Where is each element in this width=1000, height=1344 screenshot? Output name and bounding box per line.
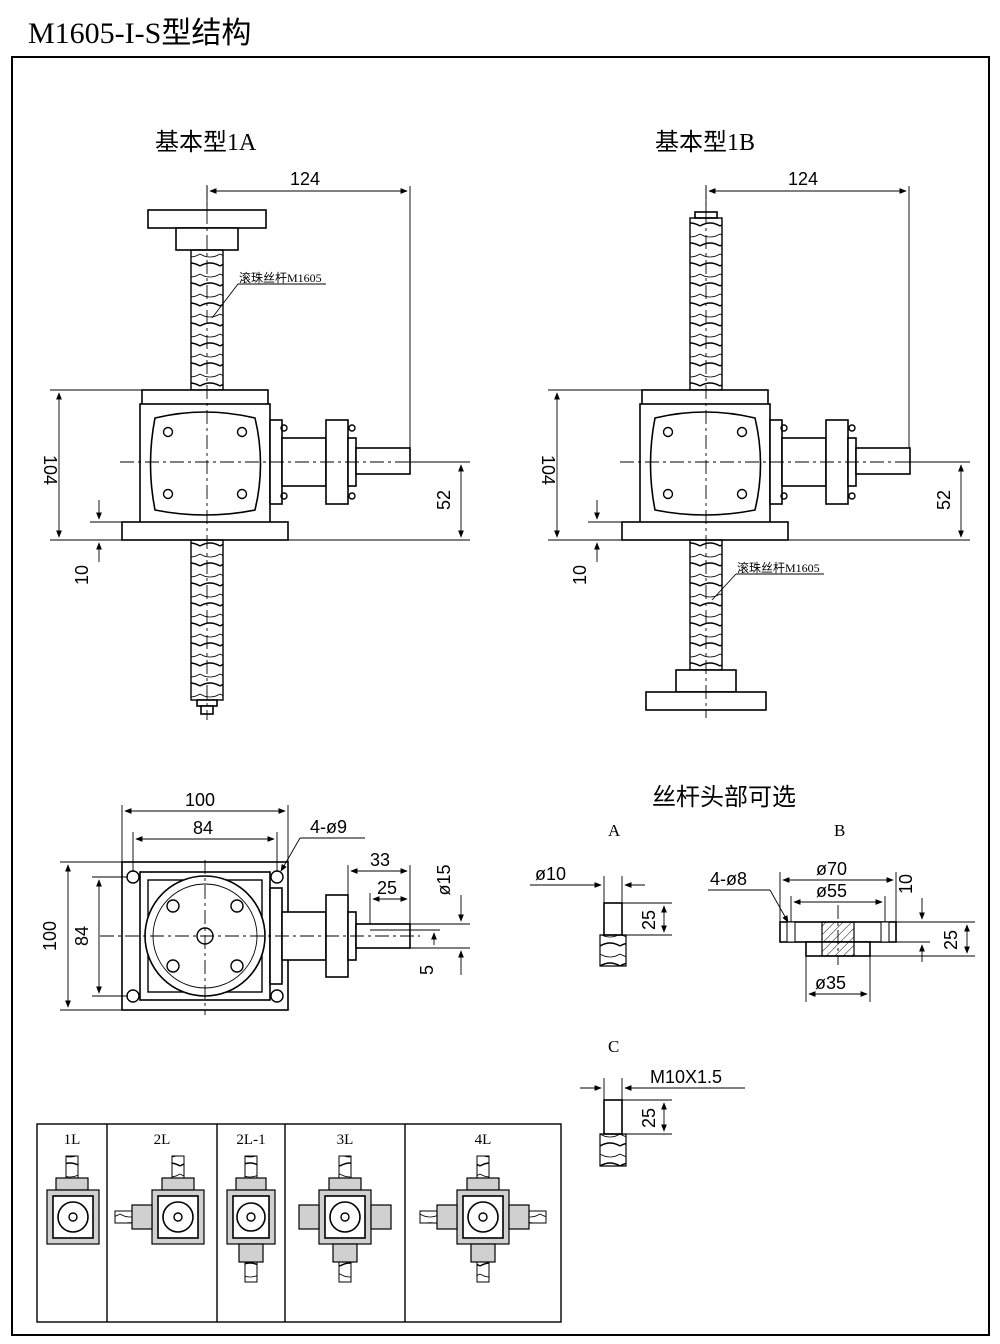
configuration-table: 1L 2L 2L-1 3L 4L (36, 1123, 562, 1323)
config-thumb-2l-1 (226, 1155, 276, 1283)
dim-84-height: 84 (72, 926, 92, 946)
option-a-label: A (608, 821, 621, 840)
screw-label-1a: 滚珠丝杆M1605 (239, 270, 322, 285)
dim-10: 10 (72, 565, 92, 585)
config-thumb-3l (298, 1155, 392, 1283)
view-type-1b: 基本型1B 滚珠丝杆M1605 1 (538, 129, 970, 718)
dim-124: 124 (290, 169, 320, 189)
dim-104: 104 (40, 455, 60, 485)
input-shaft (855, 447, 911, 475)
option-b-t10: 10 (896, 874, 916, 894)
dim-124: 124 (788, 169, 818, 189)
dim-84-width: 84 (193, 818, 213, 838)
config-label-4l: 4L (475, 1132, 492, 1148)
gearbox-cover-plate (649, 411, 762, 516)
screw-leader (211, 283, 239, 319)
dim-104: 104 (538, 455, 558, 485)
option-c-thread (599, 1133, 627, 1167)
cover-bolt (162, 426, 174, 438)
option-b-h25: 25 (941, 930, 961, 950)
config-label-3l: 3L (337, 1132, 354, 1148)
dim-phi15: ø15 (434, 864, 454, 895)
drawing-title: M1605-I-S型结构 (28, 17, 251, 50)
dim-100-height: 100 (40, 921, 60, 951)
option-a-phi10: ø10 (535, 864, 566, 884)
dim-25: 25 (377, 878, 397, 898)
config-thumb-4l (419, 1155, 547, 1283)
config-label-1l: 1L (64, 1132, 81, 1148)
screw-label-1b: 滚珠丝杆M1605 (737, 560, 820, 575)
type-1a-heading: 基本型1A (155, 129, 257, 156)
config-label-2l: 2L (154, 1132, 171, 1148)
option-b-label: B (834, 821, 845, 840)
option-a-shaft (603, 902, 623, 936)
dim-10: 10 (570, 565, 590, 585)
config-label-2l-1: 2L-1 (236, 1132, 265, 1148)
dim-52: 52 (434, 490, 454, 510)
base-plate (621, 521, 789, 541)
option-c-label: C (608, 1037, 619, 1056)
type-1b-heading: 基本型1B (655, 129, 755, 156)
option-a-len25: 25 (639, 910, 659, 930)
option-b-holes: 4-ø8 (710, 869, 747, 889)
option-c-len25: 25 (639, 1108, 659, 1128)
options-heading: 丝杆头部可选 (652, 784, 796, 811)
option-b-phi35: ø35 (815, 973, 846, 993)
gearbox-cover-plate (149, 411, 262, 516)
cover-bolt (162, 488, 174, 500)
option-c-shaft (603, 1099, 623, 1135)
base-plate (121, 521, 289, 541)
screw-end-options: 丝杆头部可选 A ø10 25 B ø70 ø55 4-ø8 (530, 784, 975, 1167)
dim-4-phi9: 4-ø9 (310, 817, 347, 837)
drawing-frame (11, 56, 990, 1336)
dim-52: 52 (934, 490, 954, 510)
option-b-phi55: ø55 (816, 881, 847, 901)
dim-5: 5 (417, 965, 437, 975)
input-shaft (355, 447, 411, 475)
option-c-thread-spec: M10X1.5 (650, 1067, 722, 1087)
option-a-thread (599, 934, 627, 967)
dim-33: 33 (370, 850, 390, 870)
cover-bolt (236, 426, 248, 438)
view-type-1a: 基本型1A 滚珠丝杆M1605 (40, 129, 470, 720)
dim-100-width: 100 (185, 790, 215, 810)
config-thumb-2l (114, 1155, 205, 1245)
cover-bolt (236, 488, 248, 500)
config-thumb-1l (46, 1155, 100, 1245)
view-top: 100 84 4-ø9 100 84 33 25 ø15 (40, 790, 470, 1015)
option-b-phi70: ø70 (816, 859, 847, 879)
mount-hole (270, 989, 284, 1003)
